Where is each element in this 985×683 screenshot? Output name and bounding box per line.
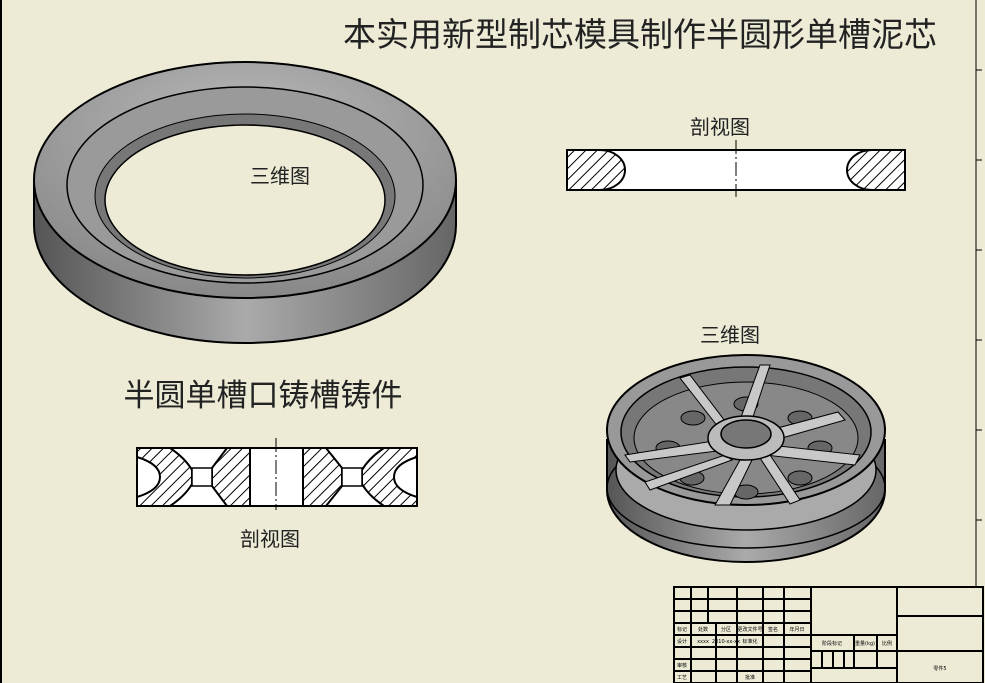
tb-weight: 重量(kg)	[855, 640, 875, 647]
tb-part-name: 零件5	[933, 665, 946, 672]
casting-section-label: 剖视图	[240, 527, 300, 551]
tb-header-change-doc: 更改文件号	[737, 626, 762, 633]
tb-header-zone: 分区	[721, 626, 731, 633]
tb-review: 审核	[677, 662, 687, 669]
tb-designer: xxxx	[697, 639, 709, 645]
tb-standardization: 标准化	[742, 638, 757, 645]
core-section-view	[566, 140, 906, 197]
tb-design-label: 设计	[677, 638, 687, 645]
drawing-title: 本实用新型制芯模具制作半圆形单槽泥芯	[343, 15, 937, 54]
tb-scale: 比例	[882, 640, 892, 647]
tb-approve: 批准	[745, 674, 755, 681]
casting-section-view	[136, 438, 418, 510]
tb-header-mark: 标记	[677, 626, 687, 633]
tb-design-date: 2010-xx-xx	[712, 639, 740, 645]
tb-stage-mark: 阶段标记	[822, 640, 842, 647]
core-ring-3d-view	[33, 61, 457, 344]
tb-process: 工艺	[677, 675, 687, 681]
tb-header-date: 年月日	[789, 626, 804, 633]
title-block-text: 标记 处数 分区 更改文件号 签名 年月日 设计 xxxx 2010-xx-xx…	[677, 626, 947, 681]
casting-pulley-3d-view	[606, 354, 886, 563]
tb-header-signature: 签名	[768, 626, 778, 633]
casting-title: 半圆单槽口铸槽铸件	[124, 378, 403, 414]
casting-3d-label: 三维图	[700, 323, 760, 347]
core-3d-label: 三维图	[250, 164, 310, 188]
tb-header-count: 处数	[698, 626, 708, 633]
title-block	[673, 586, 984, 683]
core-section-label: 剖视图	[690, 115, 750, 139]
